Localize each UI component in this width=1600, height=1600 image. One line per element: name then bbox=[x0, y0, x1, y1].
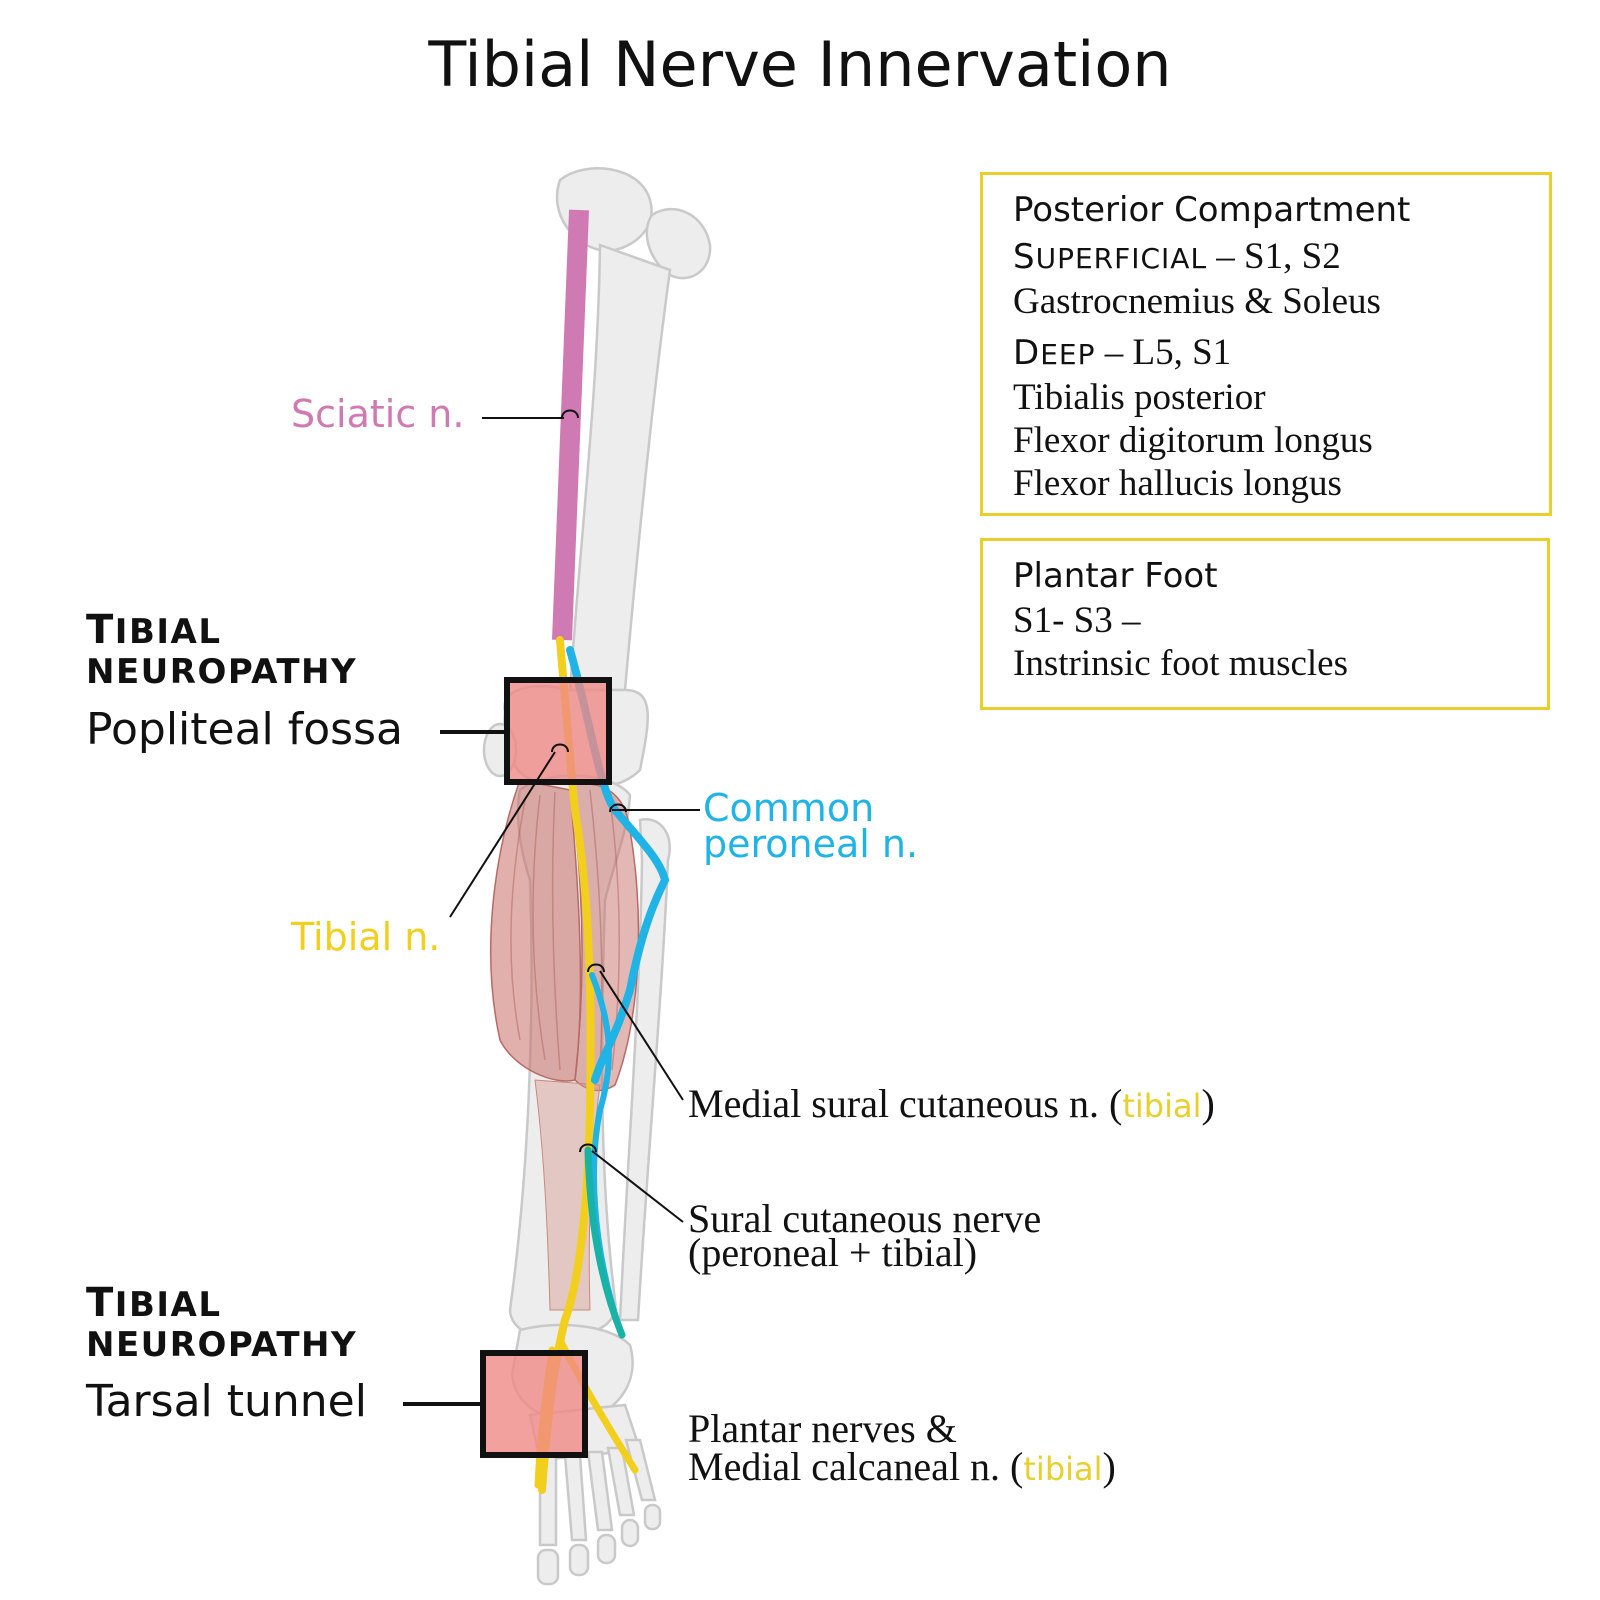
plantar-foot-roots: S1- S3 – bbox=[1013, 600, 1141, 641]
superficial-muscles: Gastrocnemius & Soleus bbox=[1013, 281, 1381, 322]
medial-sural-label-text: Medial sural cutaneous n. ( bbox=[688, 1081, 1123, 1126]
plantar-label-text: Medial calcaneal n. ( bbox=[688, 1444, 1024, 1489]
sural-label: Sural cutaneous nerve (peroneal + tibial… bbox=[688, 1196, 1042, 1275]
common-peroneal-label: Common peroneal n. bbox=[703, 786, 919, 866]
plantar-foot-muscles: Instrinsic foot muscles bbox=[1013, 643, 1349, 684]
metatarsal-2 bbox=[563, 1453, 588, 1542]
sural-label-line2: (peroneal + tibial) bbox=[688, 1230, 978, 1275]
neuropathy-heading-line1: TIBIAL bbox=[86, 1280, 222, 1326]
tarsal-tunnel-box bbox=[480, 1350, 588, 1458]
site-popliteal-fossa: Popliteal fossa bbox=[86, 704, 403, 755]
phalanx-4 bbox=[620, 1518, 640, 1548]
tibial-label: Tibial n. bbox=[291, 915, 441, 959]
neuropathy-heading-tarsal: TIBIAL NEUROPATHY bbox=[86, 1283, 357, 1365]
deep-row: DEEP – L5, S1 bbox=[1013, 332, 1232, 373]
sural-label-line1: Sural cutaneous nerve bbox=[688, 1196, 1042, 1241]
leader-common-peroneal-hook bbox=[609, 803, 627, 813]
plantar-label-tag: tibial bbox=[1023, 1450, 1103, 1488]
muscle-fibers bbox=[510, 789, 621, 1071]
leader-sciatic-hook bbox=[561, 409, 579, 419]
plantar-label-line1: Plantar nerves & bbox=[688, 1406, 957, 1451]
plantar-label-line2: Medial calcaneal n. (tibial) bbox=[688, 1447, 1116, 1489]
deep-muscle: Tibialis posterior bbox=[1013, 377, 1266, 418]
sural-nerve bbox=[584, 1146, 626, 1339]
phalanx-1 bbox=[536, 1548, 560, 1586]
femur-shaft bbox=[568, 243, 672, 692]
medial-sural-label-tag: tibial bbox=[1122, 1087, 1202, 1125]
leader-tibial bbox=[449, 751, 556, 918]
phalanx-5 bbox=[643, 1503, 662, 1531]
leader-lines bbox=[403, 409, 700, 1406]
leader-sural bbox=[591, 1150, 684, 1223]
deep-muscle: Flexor hallucis longus bbox=[1013, 463, 1342, 504]
leader-medial-sural-hook bbox=[587, 963, 605, 973]
common-peroneal-label-line1: Common bbox=[703, 786, 875, 830]
page-title: Tibial Nerve Innervation bbox=[428, 28, 1172, 101]
calf-muscles bbox=[490, 779, 640, 1311]
popliteal-fossa-box bbox=[504, 677, 612, 785]
plantar-label: Plantar nerves & Medial calcaneal n. (ti… bbox=[688, 1406, 1116, 1489]
posterior-compartment-title: Posterior Compartment bbox=[1013, 190, 1411, 230]
greater-trochanter bbox=[645, 207, 712, 280]
plantar-foot-box: Plantar Foot S1- S3 – Instrinsic foot mu… bbox=[980, 538, 1550, 710]
leader-sural-hook bbox=[579, 1143, 597, 1153]
leader-tibial-hook bbox=[551, 743, 569, 753]
sciatic-nerve bbox=[552, 209, 589, 641]
plantar-label-close: ) bbox=[1102, 1444, 1116, 1489]
plantar-foot-title: Plantar Foot bbox=[1013, 556, 1218, 596]
gastrocnemius-medial-head bbox=[490, 779, 582, 1082]
site-tarsal-tunnel: Tarsal tunnel bbox=[86, 1376, 367, 1427]
neuropathy-heading-line2: NEUROPATHY bbox=[86, 652, 358, 692]
neuropathy-heading-line1: TIBIAL bbox=[86, 607, 222, 653]
medial-sural-label: Medial sural cutaneous n. (tibial) bbox=[688, 1080, 1215, 1127]
phalanx-2 bbox=[568, 1543, 590, 1577]
leader-medial-sural bbox=[599, 970, 684, 1101]
metatarsal-3 bbox=[586, 1450, 614, 1532]
metatarsal-5 bbox=[624, 1438, 657, 1502]
fibula bbox=[618, 817, 671, 1322]
posterior-compartment-box: Posterior Compartment SUPERFICIAL – S1, … bbox=[980, 172, 1552, 516]
deep-muscle: Flexor digitorum longus bbox=[1013, 420, 1373, 461]
neuropathy-heading-line2: NEUROPATHY bbox=[86, 1325, 358, 1365]
neuropathy-heading-popliteal: TIBIAL NEUROPATHY bbox=[86, 610, 357, 692]
superficial-row: SUPERFICIAL – S1, S2 bbox=[1013, 236, 1341, 277]
common-peroneal-label-line2: peroneal n. bbox=[703, 822, 919, 866]
phalanx-3 bbox=[596, 1533, 617, 1565]
medial-sural-label-close: ) bbox=[1201, 1081, 1215, 1126]
sciatic-label: Sciatic n. bbox=[291, 392, 465, 436]
